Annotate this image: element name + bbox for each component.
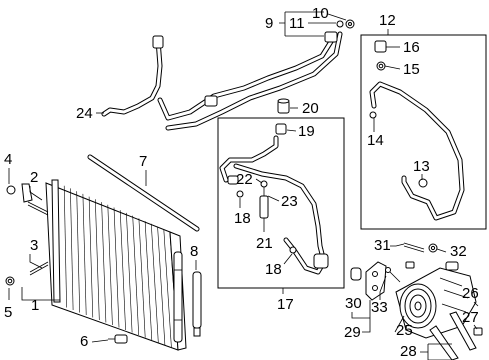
nut-32 (428, 243, 438, 253)
suction-seal-15 (376, 61, 386, 71)
callout-7: 7 (139, 153, 147, 170)
stud-33 (385, 261, 415, 283)
seal-22 (260, 180, 268, 188)
discharge-line (101, 31, 343, 131)
callout-3: 3 (30, 237, 38, 254)
condenser-fin (163, 229, 172, 348)
receiver-drier (173, 251, 183, 343)
callout-16: 16 (403, 39, 420, 56)
condenser-fin (138, 218, 146, 338)
seal-18a (236, 190, 244, 198)
compressor-bracket (365, 261, 387, 301)
callout-26: 26 (462, 285, 479, 302)
seal-18b (289, 246, 297, 254)
line-fitting-seal-10 (345, 19, 355, 29)
condenser-fin (70, 188, 74, 311)
callout-18b: 18 (265, 261, 282, 278)
callout-4: 4 (4, 151, 12, 168)
condenser-fin (63, 185, 67, 308)
callout-14: 14 (367, 132, 384, 149)
condenser-fin (88, 196, 94, 318)
callout-10: 10 (312, 5, 329, 22)
line-fitting-20 (277, 98, 290, 114)
condenser-bolt-lower (29, 261, 49, 276)
condenser-fin (107, 204, 113, 326)
condenser-fin (113, 207, 120, 328)
callout-24: 24 (76, 105, 93, 122)
condenser-fin (101, 202, 107, 323)
condenser-fin (132, 215, 139, 336)
bolt-31 (403, 242, 425, 253)
condenser-fin (151, 223, 159, 343)
callout-25: 25 (396, 322, 413, 339)
callout-5: 5 (4, 304, 12, 321)
callout-17: 17 (277, 296, 294, 313)
condenser-fin (82, 193, 87, 316)
callout-13: 13 (413, 158, 430, 175)
condenser-bolt-upper (27, 201, 49, 216)
fitting-19 (275, 123, 287, 135)
callout-9: 9 (265, 15, 273, 32)
line-fitting-seal-11 (336, 20, 344, 28)
callout-31: 31 (374, 237, 391, 254)
callout-32: 32 (450, 243, 467, 260)
callout-33: 33 (371, 299, 388, 316)
suction-seal-14 (369, 111, 377, 119)
callout-18a: 18 (234, 210, 251, 227)
callout-20: 20 (302, 100, 319, 117)
condenser-fin (76, 191, 80, 313)
callout-21: 21 (256, 235, 273, 252)
suction-fitting-16 (374, 40, 387, 53)
callout-6: 6 (80, 333, 88, 350)
callout-1: 1 (31, 297, 39, 314)
callout-19: 19 (298, 123, 315, 140)
condenser-fin (144, 221, 153, 341)
condenser-fin (126, 212, 133, 333)
callout-30: 30 (345, 295, 362, 312)
liquid-line (219, 135, 329, 275)
condenser-fin (119, 210, 126, 331)
callout-22: 22 (236, 171, 253, 188)
callout-8: 8 (190, 243, 198, 260)
callout-15: 15 (403, 61, 420, 78)
callout-12: 12 (379, 12, 396, 29)
condenser-screw (108, 334, 128, 344)
nut-27 (473, 327, 483, 336)
mount-bracket-upper (6, 183, 33, 203)
suction-line (369, 81, 465, 221)
callout-28: 28 (400, 343, 417, 360)
callout-11: 11 (289, 15, 305, 32)
condenser-tube (87, 154, 200, 232)
callout-2: 2 (30, 169, 38, 186)
callout-27: 27 (462, 309, 479, 326)
condenser-fin (157, 226, 166, 346)
condenser-fin (95, 199, 100, 321)
mount-bracket-lower (5, 276, 15, 286)
drier-cartridge (192, 271, 202, 337)
bolt-28b (449, 311, 477, 351)
bolt-28a (429, 325, 459, 360)
callout-23: 23 (281, 193, 298, 210)
callout-29: 29 (344, 324, 361, 341)
spacer-30 (350, 267, 362, 281)
